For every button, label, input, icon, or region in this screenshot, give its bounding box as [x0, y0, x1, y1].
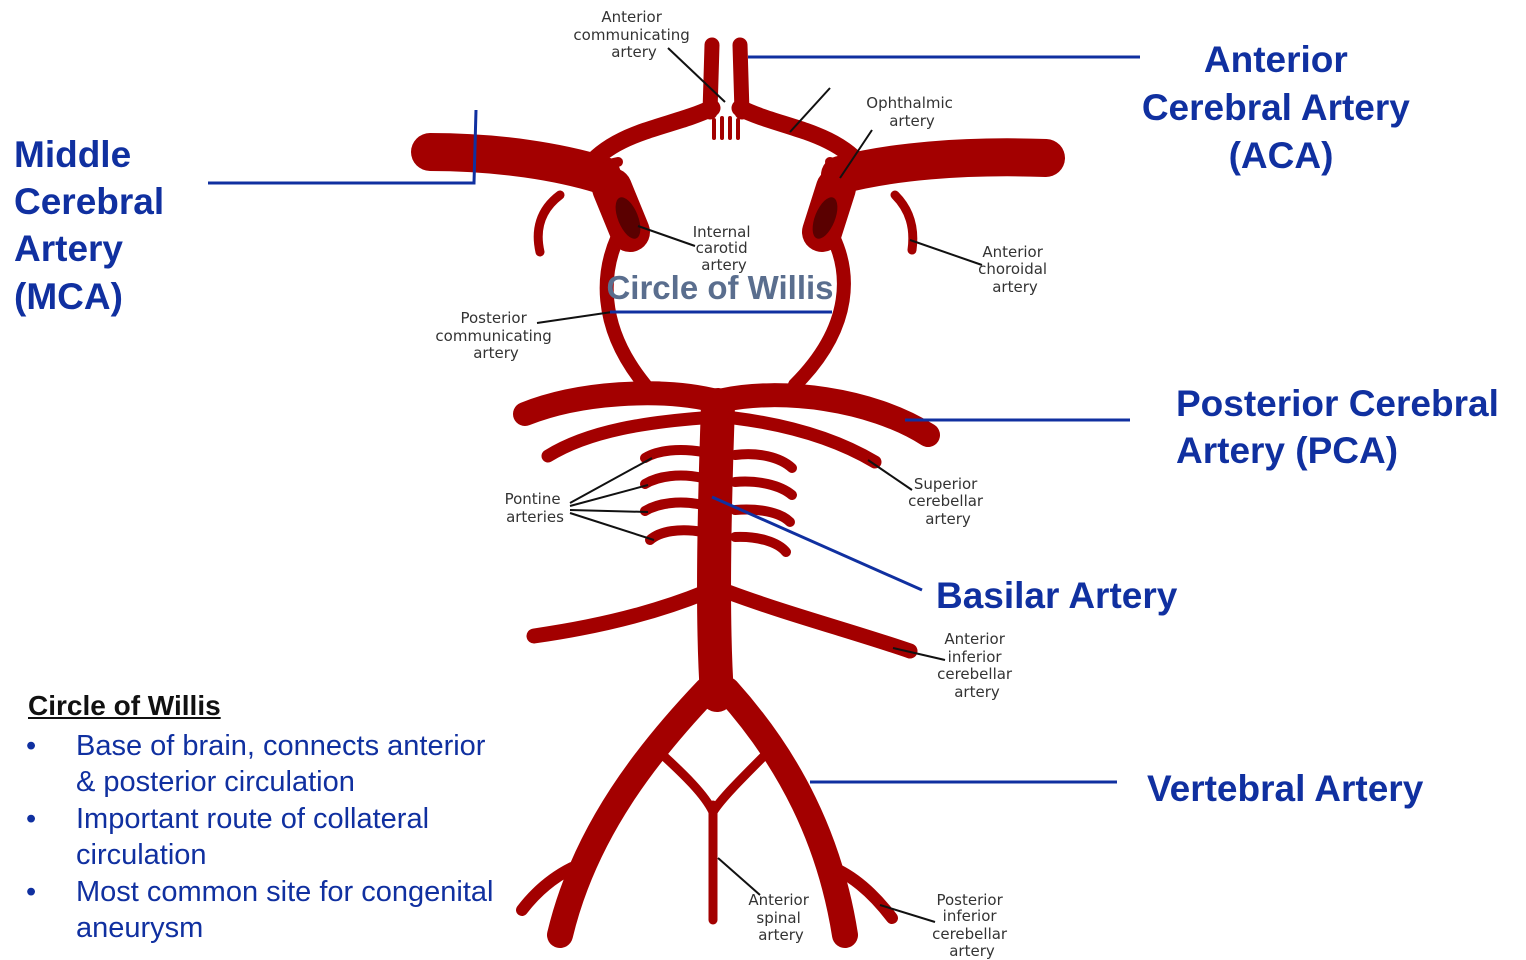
- pontine-label: Pontine arteries: [505, 490, 566, 526]
- anterior-choroidal-label: Anterior choroidal artery: [978, 243, 1052, 296]
- notes-item: • Base of brain, connects anterior & pos…: [26, 728, 546, 800]
- vertebral-callout-label: Vertebral Artery: [1147, 768, 1424, 809]
- notes-item-line: Important route of collateral: [76, 803, 429, 835]
- left-aica: [534, 592, 706, 636]
- pontine-pointer-4: [570, 513, 654, 540]
- circle-of-willis-diagram-title: Circle of Willis: [606, 269, 833, 306]
- notes-item-line: Base of brain, connects anterior: [76, 730, 485, 762]
- bullet-glyph: •: [26, 728, 36, 764]
- pontine-pointer-3: [570, 510, 648, 512]
- right-anterior-choroidal: [895, 195, 913, 250]
- bullet-glyph: •: [26, 874, 36, 910]
- anterior-spinal-label: Anterior spinal artery: [748, 891, 813, 944]
- basilar-callout-label: Basilar Artery: [936, 575, 1178, 616]
- notes-title: Circle of Willis: [28, 690, 546, 722]
- notes-item-line: aneurysm: [76, 912, 203, 944]
- basilar-artery: [714, 405, 718, 695]
- spinal-pointer: [718, 858, 760, 895]
- notes-list: • Base of brain, connects anterior & pos…: [26, 728, 546, 946]
- notes-panel: Circle of Willis • Base of brain, connec…: [26, 690, 546, 947]
- choroidal-pointer: [910, 240, 982, 265]
- pontine-pointer-1: [570, 458, 652, 503]
- left-anterior-cerebral: [710, 45, 712, 112]
- mca-callout-label: Middle Cerebral Artery (MCA): [14, 134, 174, 317]
- right-anterior-cerebral: [740, 45, 742, 112]
- pica-label: Posterior inferior cerebellar artery: [932, 891, 1012, 960]
- internal-carotid-label: Internal carotid artery: [693, 223, 756, 274]
- aica-label: Anterior inferior cerebellar artery: [937, 630, 1017, 701]
- notes-item-line: Most common site for congenital: [76, 876, 493, 908]
- left-a1-segment: [585, 108, 712, 170]
- posterior-communicating-label: Posterior communicating artery: [435, 309, 556, 362]
- ophthalmic-label: Ophthalmic artery: [866, 94, 957, 130]
- notes-item-line: circulation: [76, 839, 207, 871]
- left-anterior-choroidal: [538, 195, 560, 252]
- notes-item: • Important route of collateral circulat…: [26, 801, 546, 873]
- right-aica: [728, 592, 910, 651]
- sca-pointer: [868, 460, 912, 490]
- notes-item: • Most common site for congenital aneury…: [26, 874, 546, 946]
- left-middle-cerebral: [430, 152, 602, 175]
- superior-cerebellar-label: Superior cerebellar artery: [908, 475, 988, 528]
- pcomm-pointer: [537, 312, 612, 323]
- anterior-communicating-label: Anterior communicating artery: [573, 8, 694, 61]
- anterior-communicating-perforators: [714, 118, 738, 138]
- left-posterior-cerebral: [525, 393, 712, 414]
- left-vertebral-spinal-branch: [655, 748, 713, 812]
- notes-item-line: & posterior circulation: [76, 766, 355, 798]
- aca-callout-label: Anterior Cerebral Artery (ACA): [1142, 39, 1420, 176]
- pca-callout-label: Posterior Cerebral Artery (PCA): [1176, 383, 1509, 471]
- right-vertebral-spinal-branch: [713, 752, 768, 812]
- bullet-glyph: •: [26, 801, 36, 837]
- basilar-pointer: [712, 497, 922, 590]
- left-vertebral-artery: [560, 690, 707, 935]
